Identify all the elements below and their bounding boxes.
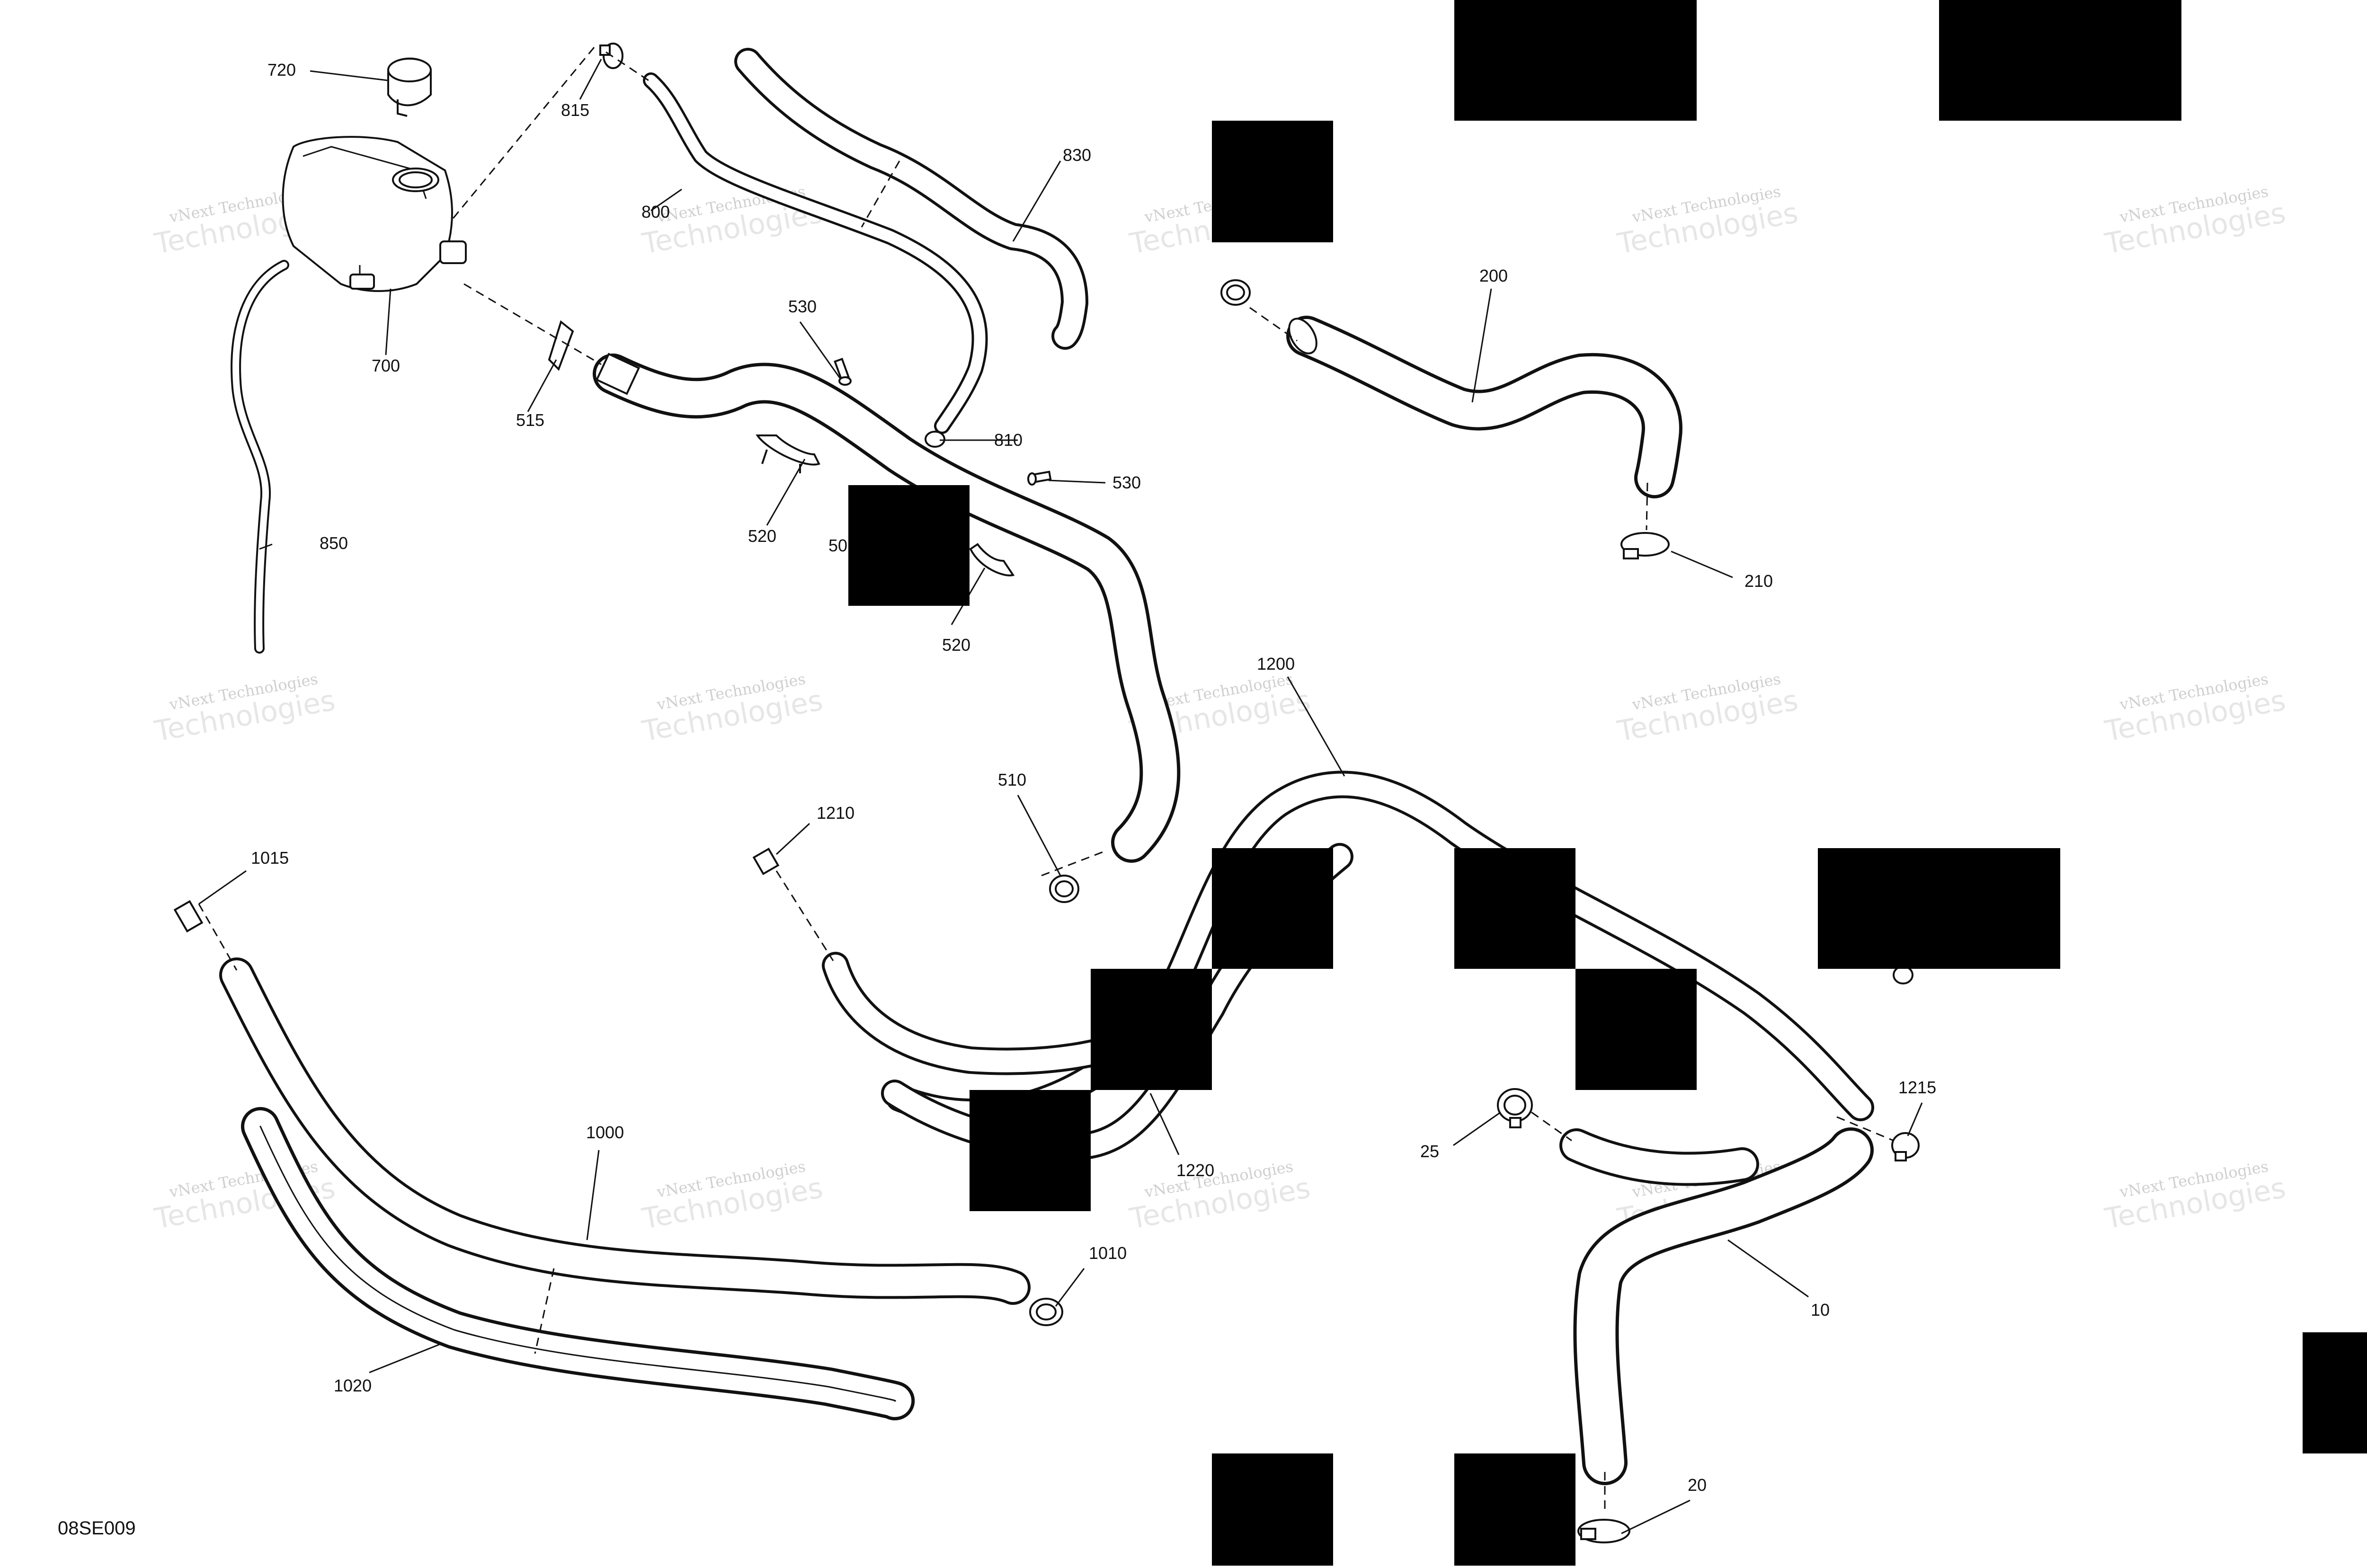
clamp-200: [1220, 279, 1251, 306]
drawing-code: 08SE009: [58, 1518, 136, 1539]
hose-850: [231, 260, 289, 654]
hose-830: [734, 48, 1088, 350]
callout-1010: 1010: [1089, 1243, 1127, 1263]
redaction-block: [1212, 121, 1333, 242]
watermark: vNext Technologies Technologies: [2102, 670, 2288, 748]
redaction-block: [2303, 1332, 2367, 1453]
leader-lines: [198, 59, 1923, 1534]
watermark: vNext Technologies Technologies: [2102, 182, 2288, 261]
callout-210: 210: [1744, 571, 1773, 591]
watermark-layer: vNext Technologies Technologies vNext Te…: [151, 182, 2288, 1236]
hose-200: [1286, 316, 1682, 498]
callout-700: 700: [372, 356, 400, 375]
redaction-block: [1818, 848, 2060, 969]
callout-530-right: 530: [1112, 473, 1141, 492]
callout-850: 850: [320, 533, 348, 553]
callout-50x: 50: [828, 536, 847, 555]
hose-800: [643, 72, 988, 434]
hose-end-515: [595, 353, 641, 395]
watermark: vNext Technologies Technologies: [151, 670, 338, 748]
redaction-block: [1454, 1453, 1575, 1566]
hose-10: [1559, 1127, 1874, 1485]
hose-layer: [219, 48, 1874, 1485]
redaction-block: [1212, 1453, 1333, 1566]
fitting-1210: [752, 847, 780, 876]
callout-830: 830: [1063, 145, 1091, 165]
callout-520-right: 520: [942, 635, 970, 655]
clamp-515: [548, 320, 574, 371]
watermark: vNext Technologies Technologies: [1614, 670, 1800, 748]
clamp-top-right: [1893, 966, 1913, 984]
callout-1015: 1015: [251, 848, 289, 868]
assembly-lines: [198, 47, 1894, 1515]
watermark: vNext Technologies Technologies: [639, 1157, 825, 1236]
clamp-210: [1620, 532, 1670, 559]
redaction-block: [1454, 0, 1697, 121]
callout-1200: 1200: [1257, 654, 1295, 673]
watermark: vNext Technologies Technologies: [2102, 1157, 2288, 1236]
callout-10: 10: [1811, 1300, 1830, 1320]
clamp-1215: [1891, 1132, 1920, 1161]
radiator-cap: [387, 57, 432, 117]
hose-1020: [241, 1107, 915, 1420]
coolant-tank: [282, 136, 467, 292]
clamp-25: [1497, 1088, 1533, 1128]
callout-530-top: 530: [788, 297, 817, 316]
callout-200: 200: [1479, 266, 1508, 285]
hose-end-200: [1288, 318, 1317, 354]
screw-530b: [1027, 470, 1052, 486]
redaction-block: [1454, 848, 1575, 969]
watermark: vNext Technologies Technologies: [639, 670, 825, 748]
callout-515: 515: [516, 410, 544, 430]
clamp-20: [1577, 1519, 1630, 1543]
callout-520-left: 520: [748, 526, 776, 546]
callout-1215: 1215: [1898, 1078, 1936, 1097]
redaction-block: [970, 1090, 1091, 1211]
callout-labels: 720 815 830 800 700 530 515 810 530 520 …: [251, 60, 1936, 1495]
hose-1000: [219, 957, 1031, 1305]
redaction-block: [1212, 848, 1333, 969]
callout-25: 25: [1420, 1142, 1439, 1161]
callout-800: 800: [641, 202, 670, 221]
clamp-layer: [173, 43, 1920, 1543]
clamp-510: [1049, 875, 1079, 903]
redaction-block: [848, 485, 970, 606]
callout-1000: 1000: [586, 1123, 624, 1142]
callout-1210: 1210: [817, 803, 854, 823]
callout-815: 815: [561, 100, 589, 120]
fitting-1015: [173, 900, 204, 933]
redaction-layer: [848, 0, 2367, 1566]
callout-1220: 1220: [1176, 1160, 1214, 1180]
redaction-block: [1939, 0, 2181, 121]
redaction-block: [1575, 969, 1697, 1090]
callout-20: 20: [1688, 1475, 1707, 1495]
hose-500: [593, 354, 1181, 863]
watermark: vNext Technologies Technologies: [1127, 1157, 1313, 1236]
clamp-1010: [1029, 1298, 1063, 1326]
bracket-520b: [969, 543, 1015, 576]
callout-510: 510: [998, 770, 1026, 789]
callout-810: 810: [994, 430, 1023, 450]
redaction-block: [1091, 969, 1212, 1090]
bracket-520a: [756, 434, 820, 473]
watermark: vNext Technologies Technologies: [1614, 182, 1800, 261]
callout-1020: 1020: [334, 1376, 372, 1395]
clamp-810: [925, 431, 945, 448]
callout-720: 720: [267, 60, 296, 80]
screw-530a: [834, 357, 852, 386]
